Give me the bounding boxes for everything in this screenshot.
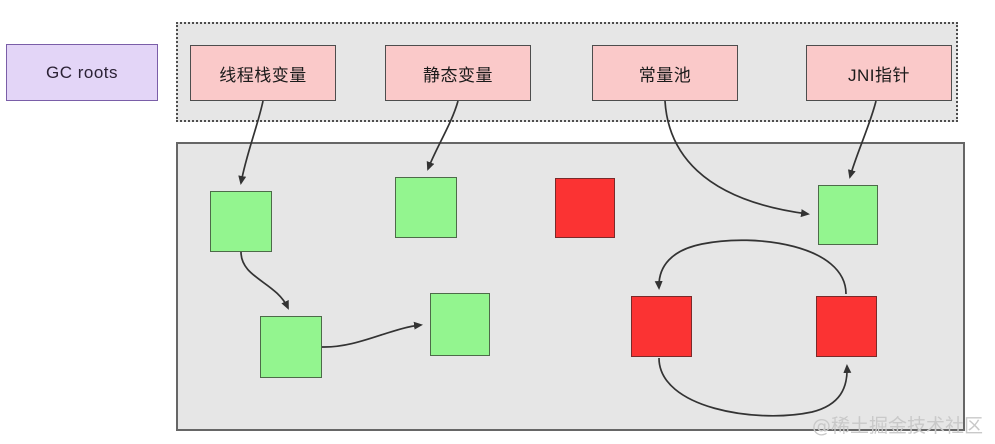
- gc-roots-legend-label: GC roots: [45, 62, 119, 82]
- root-label-jni-pointer: JNI指针: [848, 65, 910, 85]
- heap-object-dead-2: [631, 296, 692, 357]
- heap-object-dead-1: [555, 178, 615, 238]
- root-label-static-var: 静态变量: [423, 65, 493, 85]
- root-box-static-var: 静态变量: [385, 45, 531, 101]
- heap-object-live-3: [260, 316, 322, 378]
- root-label-thread-stack-var: 线程栈变量: [219, 65, 307, 85]
- root-label-constant-pool: 常量池: [638, 65, 692, 85]
- heap-object-live-4: [430, 293, 490, 356]
- heap-object-live-5: [818, 185, 878, 245]
- heap-object-dead-3: [816, 296, 877, 357]
- watermark: @稀土掘金技术社区: [811, 415, 983, 437]
- root-box-constant-pool: 常量池: [592, 45, 738, 101]
- gc-roots-legend-box: GC roots: [6, 44, 158, 101]
- root-box-jni-pointer: JNI指针: [806, 45, 952, 101]
- heap-object-live-2: [395, 177, 457, 238]
- root-box-thread-stack-var: 线程栈变量: [190, 45, 336, 101]
- heap-object-live-1: [210, 191, 272, 252]
